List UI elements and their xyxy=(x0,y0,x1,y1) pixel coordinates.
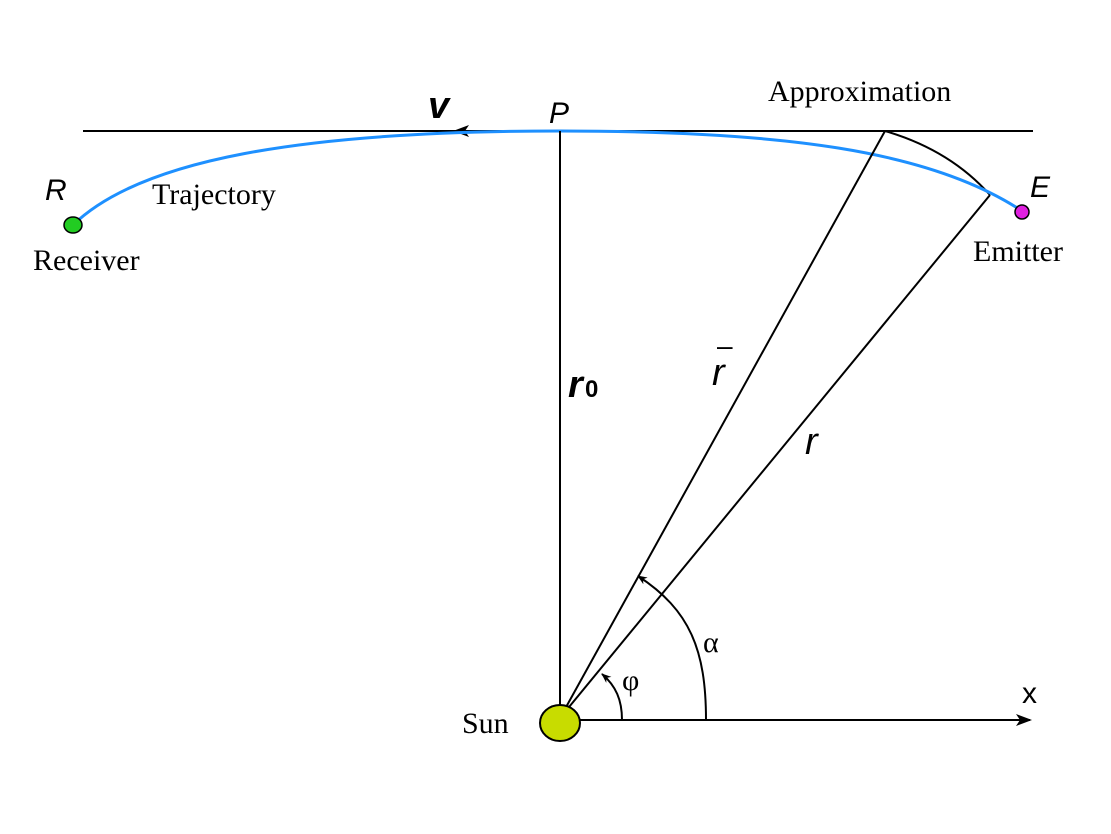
approximation-arc xyxy=(884,130,991,196)
receiver-label: Receiver xyxy=(33,244,140,277)
alpha-arc xyxy=(637,575,707,721)
emitter-dot xyxy=(1014,204,1030,220)
point-r-label: R xyxy=(45,174,67,207)
r0-label: r xyxy=(568,364,585,406)
r-label: r xyxy=(805,421,819,463)
r0-subscript: 0 xyxy=(585,376,598,403)
r-line xyxy=(559,194,991,719)
trajectory-label: Trajectory xyxy=(152,178,276,211)
x-axis-label: x xyxy=(1022,677,1037,710)
approximation-label: Approximation xyxy=(768,75,951,108)
rbar-label: r xyxy=(712,352,726,394)
emitter-label: Emitter xyxy=(973,235,1063,268)
receiver-dot xyxy=(63,216,83,234)
rbar-line xyxy=(559,130,886,719)
sun-label: Sun xyxy=(462,707,509,740)
sun-icon xyxy=(539,704,581,742)
phi-label: φ xyxy=(622,664,639,697)
point-e-label: E xyxy=(1030,171,1051,204)
rbar-accent: – xyxy=(717,330,733,361)
velocity-label: v xyxy=(428,85,451,127)
point-p-label: P xyxy=(549,97,569,130)
alpha-label: α xyxy=(703,626,719,659)
phi-arc xyxy=(601,673,623,721)
